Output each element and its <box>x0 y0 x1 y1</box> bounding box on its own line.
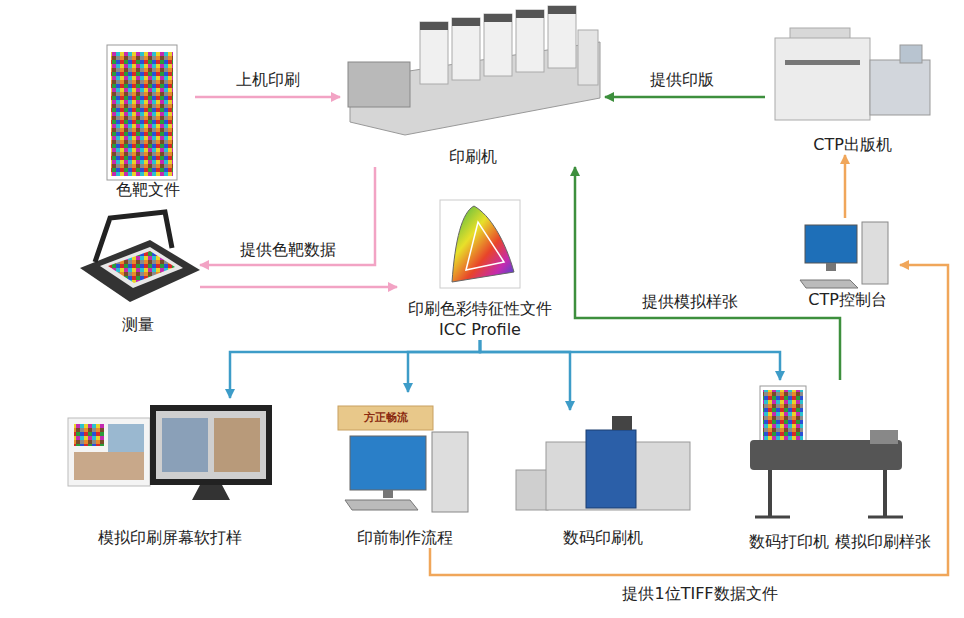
press-unit <box>452 18 480 80</box>
offset-press <box>348 6 600 135</box>
proof-stand <box>192 485 230 500</box>
device-caption: 数码打印机 模拟印刷样张 <box>747 531 932 552</box>
sheet-paper <box>107 45 177 180</box>
press-unit <box>516 10 544 72</box>
printer-panel <box>870 430 898 444</box>
device-node: 模拟印刷屏幕软打样 <box>60 398 280 548</box>
flow-arrow <box>480 340 780 380</box>
device-node: 色靶文件 <box>100 40 195 200</box>
printer-leg <box>768 470 772 516</box>
printer-sheet <box>760 386 806 444</box>
icc-gamut <box>440 200 520 288</box>
printer-foot <box>755 516 790 519</box>
measure-arm <box>95 212 172 262</box>
device-node: 印刷机 <box>340 5 605 167</box>
device-node: 数码印刷机 <box>510 410 695 548</box>
flow-arrow <box>230 340 480 398</box>
printer-sheet-patches <box>763 390 803 440</box>
press-unit <box>548 6 576 68</box>
flow-arrow <box>575 167 840 380</box>
prepress-tower <box>432 432 468 512</box>
device-node: 印刷色彩特征性文件 ICC Profile <box>397 198 563 340</box>
proof-screen <box>156 411 266 479</box>
ctp-console <box>800 222 888 288</box>
flow-arrow <box>195 96 340 99</box>
proof-screen-image <box>214 418 260 472</box>
device-node: CTP出版机 <box>765 20 940 155</box>
press-unit-top <box>452 18 480 26</box>
device-caption: CTP控制台 <box>806 289 889 310</box>
ctp-body <box>775 38 870 120</box>
gamut-triangle <box>466 222 504 270</box>
flow-label: 提供模拟样张 <box>639 292 741 312</box>
flow-arrow <box>200 167 375 265</box>
device-caption: 数码印刷机 <box>561 527 645 548</box>
flow-arrow <box>408 340 480 392</box>
flow-label: 提供1位TIFF数据文件 <box>619 584 780 604</box>
press-unit-top <box>420 22 448 30</box>
measure-sheet <box>100 247 183 288</box>
press-unit-top <box>484 14 512 22</box>
logo-bar <box>338 406 433 430</box>
soft-proof <box>68 405 272 500</box>
device-node: CTP控制台 <box>795 218 900 310</box>
ctp-machine <box>775 28 930 120</box>
device-node: 数码打印机 模拟印刷样张 <box>744 380 936 552</box>
printer-foot <box>868 516 903 519</box>
press-unit-top <box>548 6 576 14</box>
device-caption: 测量 <box>120 314 156 335</box>
spectrophotometer <box>80 212 200 302</box>
flow-label: 上机印刷 <box>233 70 303 90</box>
logo-text: 方正畅流 <box>364 411 408 425</box>
flow-arrow <box>200 286 397 289</box>
proof-print <box>68 418 150 486</box>
console-keyboard <box>800 280 858 288</box>
flow-arrow <box>480 340 570 410</box>
dp-finisher <box>516 470 548 510</box>
prepress-workstation <box>338 406 468 512</box>
large-format-printer <box>750 386 903 517</box>
target-sheet <box>107 45 177 180</box>
proof-monitor <box>150 405 272 485</box>
press-unit-top <box>516 10 544 18</box>
prepress-keyboard <box>345 500 418 510</box>
device-caption: 色靶文件 <box>114 179 182 200</box>
console-tower <box>862 222 888 284</box>
measure-patches <box>108 251 175 283</box>
console-screen <box>805 225 857 263</box>
press-feeder <box>348 62 410 107</box>
color-patches <box>111 52 173 176</box>
proof-photo <box>74 452 144 480</box>
flow-label: 提供印版 <box>647 70 717 90</box>
printer-leg <box>883 470 887 516</box>
device-caption: 印刷机 <box>447 146 499 167</box>
dp-screen <box>612 416 632 430</box>
ctp-tank <box>900 45 922 63</box>
ctp-slot <box>785 60 860 65</box>
ctp-processor <box>870 60 930 115</box>
gamut-shape <box>452 206 514 282</box>
prepress-stand <box>383 490 393 498</box>
printer-body <box>750 440 902 470</box>
flow-label: 提供色靶数据 <box>237 240 339 260</box>
proof-patches <box>74 424 104 446</box>
gamut-frame <box>440 200 520 288</box>
prepress-screen <box>350 436 426 490</box>
press-unit <box>420 22 448 84</box>
console-stand <box>826 263 836 271</box>
flow-arrow <box>844 155 847 218</box>
proof-photo <box>108 424 144 452</box>
device-caption: 模拟印刷屏幕软打样 <box>96 527 244 548</box>
device-caption: 印前制作流程 <box>355 527 455 548</box>
dp-panel <box>586 430 636 508</box>
digital-press <box>516 416 690 510</box>
device-node: 测量 <box>75 195 200 335</box>
proof-screen-image <box>162 418 208 472</box>
press-delivery <box>578 30 598 85</box>
device-caption: 印刷色彩特征性文件 ICC Profile <box>397 298 563 340</box>
flow-arrow <box>605 96 765 99</box>
press-unit <box>484 14 512 76</box>
device-caption: CTP出版机 <box>811 134 894 155</box>
